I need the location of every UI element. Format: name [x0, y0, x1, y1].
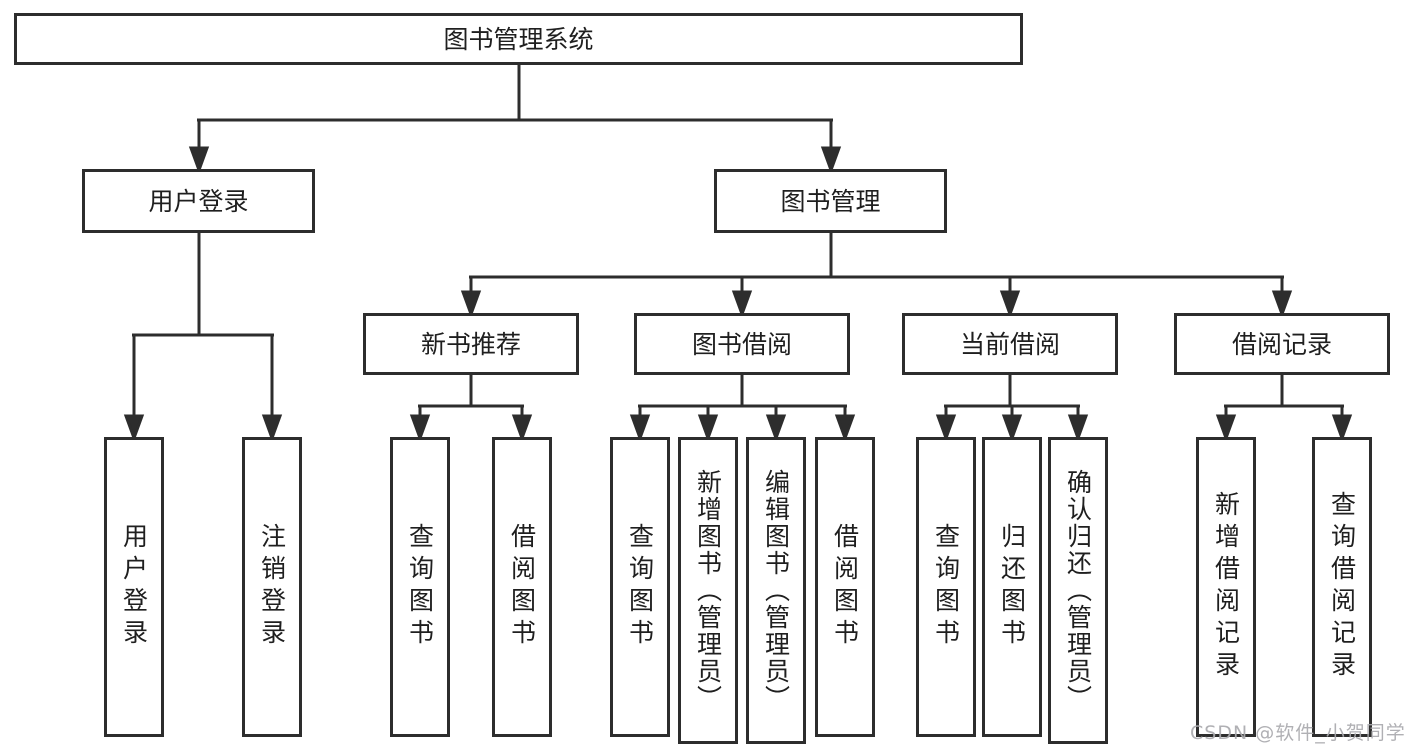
leaf-edit-books-admin: 编辑图书（管理员） [746, 437, 806, 744]
arrow-down-icon [731, 290, 753, 319]
leaf-query-books-borrowing: 查询图书 [610, 437, 670, 737]
node-book-borrowing: 图书借阅 [634, 313, 850, 375]
arrow-down-icon [1067, 414, 1089, 443]
arrow-down-icon [629, 414, 651, 443]
leaf-return-books: 归还图书 [982, 437, 1042, 737]
arrow-down-icon [1271, 290, 1293, 319]
leaf-borrow-books-recommend: 借阅图书 [492, 437, 552, 737]
leaf-add-borrow-record: 新增借阅记录 [1196, 437, 1256, 737]
leaf-add-books-admin: 新增图书（管理员） [678, 437, 738, 744]
arrow-down-icon [765, 414, 787, 443]
arrow-down-icon [460, 290, 482, 319]
node-new-book-recommend: 新书推荐 [363, 313, 579, 375]
arrow-down-icon [820, 146, 842, 175]
arrow-down-icon [123, 414, 145, 443]
arrow-down-icon [261, 414, 283, 443]
arrow-down-icon [1331, 414, 1353, 443]
leaf-query-books-current: 查询图书 [916, 437, 976, 737]
leaf-confirm-return-admin: 确认归还（管理员） [1048, 437, 1108, 744]
arrow-down-icon [1001, 414, 1023, 443]
node-book-management-branch: 图书管理 [714, 169, 947, 233]
node-borrowing-records: 借阅记录 [1174, 313, 1390, 375]
node-root: 图书管理系统 [14, 13, 1023, 65]
leaf-borrow-books: 借阅图书 [815, 437, 875, 737]
arrow-down-icon [697, 414, 719, 443]
arrow-down-icon [999, 290, 1021, 319]
leaf-logout: 注销登录 [242, 437, 302, 737]
arrow-down-icon [409, 414, 431, 443]
arrow-down-icon [188, 146, 210, 175]
leaf-user-login: 用户登录 [104, 437, 164, 737]
arrow-down-icon [935, 414, 957, 443]
leaf-query-books-recommend: 查询图书 [390, 437, 450, 737]
leaf-query-borrow-record: 查询借阅记录 [1312, 437, 1372, 737]
arrow-down-icon [511, 414, 533, 443]
arrow-down-icon [834, 414, 856, 443]
node-user-login-branch: 用户登录 [82, 169, 315, 233]
csdn-watermark: CSDN @软件_小贺同学 [1190, 722, 1405, 744]
arrow-down-icon [1215, 414, 1237, 443]
node-current-borrowing: 当前借阅 [902, 313, 1118, 375]
